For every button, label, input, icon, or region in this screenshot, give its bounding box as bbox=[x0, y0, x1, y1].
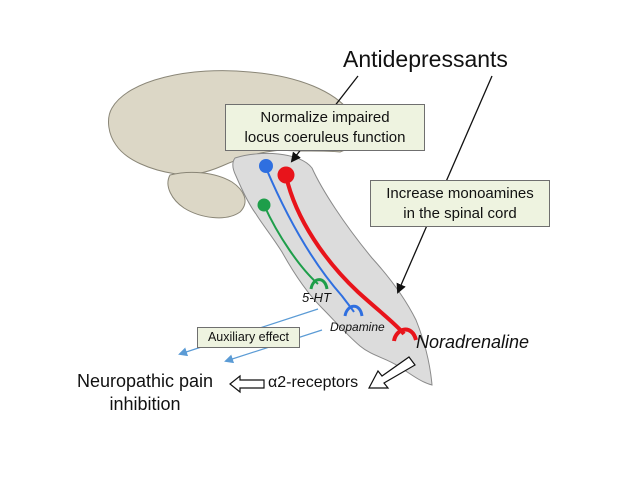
auxiliary-effect-box: Auxiliary effect bbox=[197, 327, 300, 348]
noradrenaline-label: Noradrenaline bbox=[416, 332, 530, 352]
noradrenaline-pathway bbox=[284, 175, 406, 336]
serotonin-neuron-soma bbox=[257, 198, 271, 212]
spinal-cord-box-line-2: in the spinal cord bbox=[403, 205, 517, 222]
spinal-cord-box: Increase monoamines in the spinal cord bbox=[370, 180, 550, 227]
receptors-to-inhibition-arrow bbox=[229, 374, 265, 394]
serotonin-terminal bbox=[309, 278, 329, 290]
locus-coeruleus-box-line-2: locus coeruleus function bbox=[244, 129, 406, 146]
spinal-cord-box-line-1: Increase monoamines bbox=[386, 185, 534, 202]
antidepressants-title: Antidepressants bbox=[343, 46, 508, 72]
serotonin-label: 5-HT bbox=[302, 290, 331, 305]
pain-label-line-1: Neuropathic pain bbox=[76, 371, 214, 391]
cerebellum-shape bbox=[167, 171, 246, 219]
noradrenaline-to-receptors-arrow bbox=[368, 356, 416, 389]
dopamine-terminal bbox=[343, 304, 364, 317]
alpha2-receptors-label: α2-receptors bbox=[268, 374, 359, 391]
pain-label-line-2: inhibition bbox=[109, 394, 181, 414]
noradrenaline-terminal bbox=[392, 327, 418, 342]
noradrenaline-neuron-soma bbox=[277, 166, 295, 184]
neuropathic-pain-inhibition-label: Neuropathic pain inhibition bbox=[50, 370, 240, 416]
serotonin-pathway bbox=[263, 204, 319, 285]
locus-coeruleus-box-line-1: Normalize impaired bbox=[260, 109, 390, 126]
locus-coeruleus-box: Normalize impaired locus coeruleus funct… bbox=[225, 104, 425, 151]
dopamine-neuron-soma bbox=[259, 159, 273, 173]
dopamine-label: Dopamine bbox=[330, 320, 385, 334]
brainstem-spinal-cord-shape bbox=[232, 152, 433, 386]
